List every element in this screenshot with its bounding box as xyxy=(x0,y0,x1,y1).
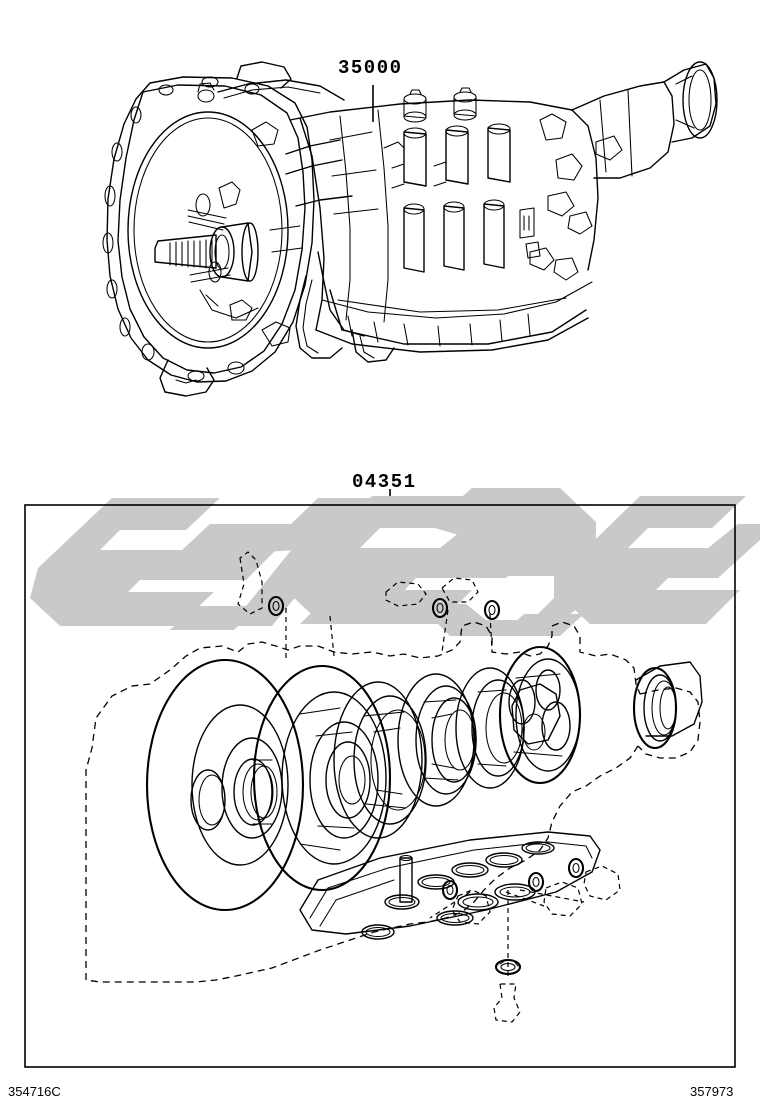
clutch-plate xyxy=(397,673,475,807)
case-phantom-outline xyxy=(85,608,701,983)
figure-frame xyxy=(24,504,736,1068)
gasket-small-c xyxy=(441,577,479,603)
oring-and-gasket-callouts xyxy=(237,551,621,1023)
callout-35000: 35000 xyxy=(338,57,403,79)
gasket-kit-drawing xyxy=(24,488,760,1068)
figure-code-right: 357973 xyxy=(690,1084,734,1099)
figure-code-left: 354716C xyxy=(8,1084,61,1099)
gasket-small-d xyxy=(451,889,491,925)
extension-housing-seal xyxy=(632,661,703,750)
callout-04351: 04351 xyxy=(352,471,417,493)
case-right-details xyxy=(529,113,623,281)
figure-transmission-assembly xyxy=(0,0,760,440)
drain-plug xyxy=(493,983,521,1023)
housing-ribs-and-detail xyxy=(187,121,291,347)
watermark xyxy=(30,488,760,636)
gasket-small-a xyxy=(237,551,263,615)
valve-body-gasket-plate xyxy=(299,831,601,940)
seal-and-clutch-stack xyxy=(145,645,582,912)
filter-pin xyxy=(399,857,413,903)
valve-body-solenoids xyxy=(383,123,541,273)
input-shaft xyxy=(154,222,259,282)
gasket-small-f xyxy=(583,865,621,901)
figure-overhaul-gasket-kit xyxy=(0,440,760,1080)
gasket-small-e xyxy=(543,881,583,917)
oil-pan xyxy=(329,289,587,347)
cooler-lines-and-brackets xyxy=(197,79,395,363)
gasket-small-b xyxy=(385,581,427,607)
clutch-drum-seal xyxy=(252,664,392,892)
front-oil-seal xyxy=(145,658,305,912)
extension-housing xyxy=(571,61,718,179)
transmission-assembly-drawing xyxy=(102,61,718,397)
bell-housing xyxy=(102,61,315,397)
